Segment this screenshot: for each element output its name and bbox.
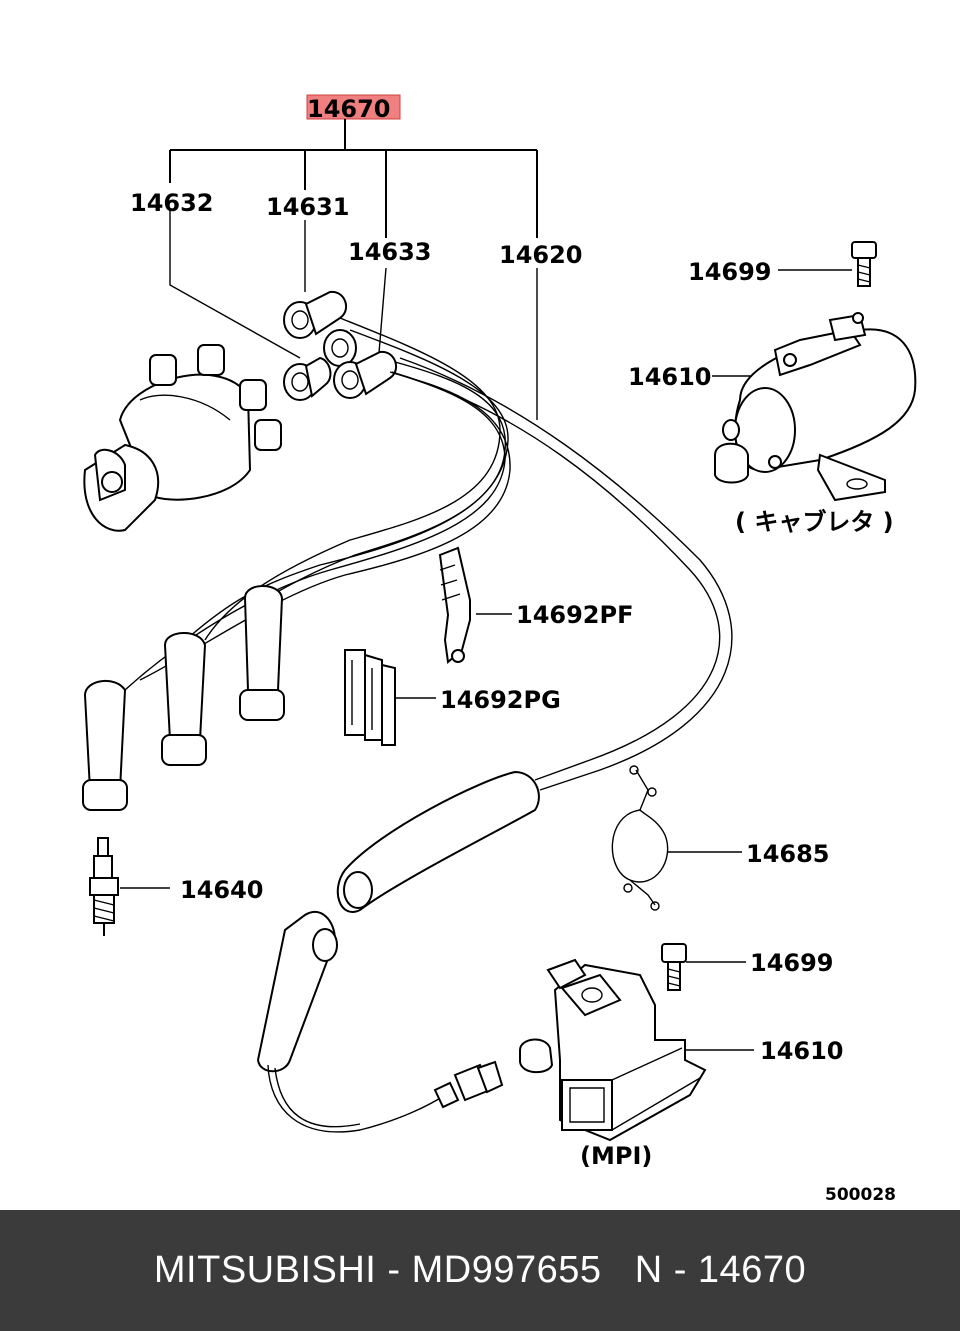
ignition-coil-mpi xyxy=(519,958,707,1142)
set-bracket-lines xyxy=(169,119,538,238)
spark-plug-boots xyxy=(82,585,285,811)
label-spark-plug[interactable]: 14640 xyxy=(180,876,264,904)
label-set-number[interactable]: 14670 xyxy=(307,95,391,123)
clip xyxy=(611,765,669,911)
label-coil-mpi[interactable]: 14610 xyxy=(760,1037,844,1065)
label-clip[interactable]: 14685 xyxy=(746,840,830,868)
label-carb-note: ( キャブレタ ) xyxy=(735,508,894,536)
ignition-coil-carb xyxy=(714,312,917,502)
label-mpi-note: (MPI) xyxy=(580,1142,652,1170)
leader-lines xyxy=(120,210,852,1051)
footer-part-info: MITSUBISHI - MD997655 N - 14670 xyxy=(153,1249,807,1291)
label-clamp-pf[interactable]: 14692PF xyxy=(516,601,633,629)
bolt-top xyxy=(851,241,877,287)
clamp-pg xyxy=(344,649,396,746)
bolt-bottom xyxy=(661,943,687,991)
parts-diagram: 14670 14632 14631 14633 14620 14699 1461… xyxy=(82,94,917,1205)
label-cable-3[interactable]: 14633 xyxy=(348,238,432,266)
distributor-boots xyxy=(283,290,398,401)
label-bolt-bottom[interactable]: 14699 xyxy=(750,949,834,977)
distributor-cap xyxy=(83,344,282,532)
set-number-highlight xyxy=(306,94,401,120)
spark-plug xyxy=(89,837,119,936)
label-diagram-id: 500028 xyxy=(825,1185,896,1205)
label-cable-4[interactable]: 14632 xyxy=(130,189,214,217)
clamp-pf xyxy=(438,546,471,664)
footer-bar: MITSUBISHI - MD997655 N - 14670 xyxy=(0,1210,960,1331)
label-coil-carb[interactable]: 14610 xyxy=(628,363,712,391)
label-cable-1[interactable]: 14631 xyxy=(266,193,350,221)
label-clamp-pg[interactable]: 14692PG xyxy=(440,686,561,714)
label-bolt-top[interactable]: 14699 xyxy=(688,258,772,286)
label-cable-coil[interactable]: 14620 xyxy=(499,241,583,269)
coil-lead-sleeve xyxy=(256,770,540,1133)
